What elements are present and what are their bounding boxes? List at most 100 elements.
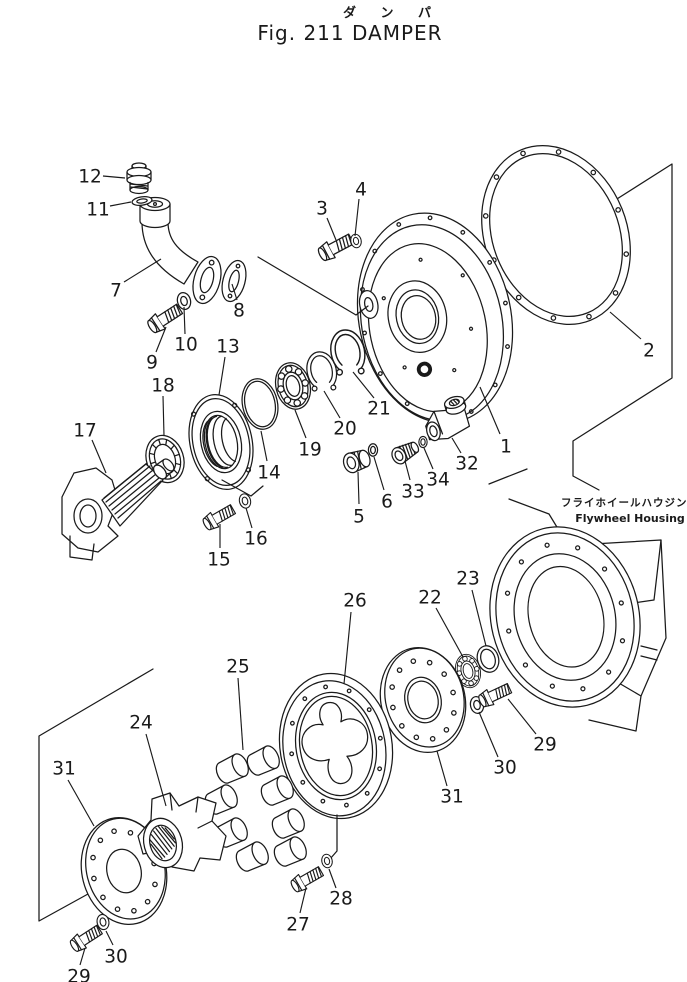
callout-leader-19 [294, 409, 307, 439]
callout-leader-27 [299, 887, 307, 914]
part-1-damper-case [356, 212, 514, 424]
part-number-16: 16 [244, 529, 268, 550]
callout-leader-8 [231, 283, 238, 301]
part-4-washer [348, 232, 364, 250]
callout-leader-23 [471, 589, 487, 647]
part-number-14: 14 [257, 463, 281, 484]
callout-leader-31 [436, 750, 448, 787]
callout-leader-25 [237, 677, 244, 751]
part-number-20: 20 [333, 419, 357, 440]
part-number-12: 12 [78, 167, 102, 188]
callout-leader-17 [91, 439, 107, 474]
callout-leader-30 [478, 711, 499, 758]
part-number-7: 7 [110, 281, 122, 302]
callout-leader-13 [218, 356, 226, 396]
callout-leader-21 [352, 371, 375, 399]
part-number-24: 24 [129, 713, 153, 734]
part-32-elbow-fitting [425, 395, 471, 442]
section-frame-top-right [572, 163, 673, 491]
flywheel-housing-label-japanese: フライホイールハウジング [561, 496, 687, 509]
part-number-4: 4 [355, 180, 367, 201]
pointer-damper-to-washer28 [329, 814, 338, 860]
callout-leader-12 [102, 175, 126, 179]
part-number-18: 18 [151, 376, 175, 397]
part-7-elbow-tube [139, 196, 222, 305]
section-frame-bottom-left [38, 668, 154, 922]
part-number-33: 33 [401, 482, 425, 503]
part-number-11: 11 [86, 200, 110, 221]
part-8-gasket [221, 259, 247, 303]
callout-leader-11 [109, 201, 132, 207]
part-number-8: 8 [233, 301, 245, 322]
callout-leader-16 [245, 507, 253, 529]
callout-layer: 1234567891011121314151617181920212223242… [52, 167, 655, 982]
callout-leader-2 [609, 311, 642, 340]
part-number-6: 6 [381, 492, 393, 513]
callout-leader-22 [435, 607, 464, 658]
part-27-bolt [288, 863, 326, 896]
part-number-28: 28 [329, 889, 353, 910]
callout-leader-29 [507, 698, 537, 735]
part-number-5: 5 [353, 507, 365, 528]
part-number-27: 27 [286, 915, 310, 936]
part-12-plug [126, 162, 152, 195]
part-26-damper-body [278, 672, 394, 820]
callout-leader-9 [155, 326, 167, 353]
part-14-oring [241, 378, 279, 430]
part-number-21: 21 [367, 399, 391, 420]
part-28-washer [319, 852, 335, 870]
part-number-30: 30 [493, 758, 517, 779]
part-6-oring [367, 443, 379, 457]
callout-leader-20 [323, 390, 341, 419]
part-number-31: 31 [440, 787, 464, 808]
part-2-ring-gasket [481, 145, 631, 325]
part-number-25: 25 [226, 657, 250, 678]
callout-leader-10 [183, 306, 186, 335]
part-29-bolt-left [67, 921, 105, 955]
callout-leader-32 [451, 437, 462, 454]
flywheel-housing-body [488, 468, 667, 732]
part-29-bolt-right [475, 680, 514, 710]
callout-leader-1 [479, 386, 501, 435]
callout-leader-7 [123, 258, 162, 283]
part-number-10: 10 [174, 335, 198, 356]
part-number-23: 23 [456, 569, 480, 590]
part-number-15: 15 [207, 550, 231, 571]
part-13-bearing-retainer [188, 393, 254, 491]
pointer-part8-to-case [257, 256, 369, 316]
part-number-13: 13 [216, 337, 240, 358]
part-33-threaded-plug [391, 441, 420, 465]
part-number-26: 26 [343, 591, 367, 612]
callout-leader-31 [67, 779, 95, 827]
part-number-32: 32 [455, 454, 479, 475]
callout-leader-18 [162, 395, 165, 437]
part-number-9: 9 [146, 353, 158, 374]
callout-leader-4 [354, 198, 360, 237]
part-number-30: 30 [104, 947, 128, 968]
callout-leader-30 [105, 930, 114, 946]
part-number-3: 3 [316, 199, 328, 220]
part-number-34: 34 [426, 470, 450, 491]
part-number-1: 1 [500, 437, 512, 458]
part-number-17: 17 [73, 421, 97, 442]
callout-leader-3 [326, 217, 337, 241]
callout-leader-14 [260, 430, 268, 462]
part-number-22: 22 [418, 588, 442, 609]
page-title-japanese: ダ ン パ [343, 5, 441, 21]
part-3-bolt [315, 230, 357, 265]
part-15-bolt [200, 501, 238, 534]
part-34-oring [418, 435, 428, 449]
flywheel-housing-label: Flywheel Housing [575, 512, 685, 525]
callout-leader-24 [145, 733, 167, 807]
part-number-31: 31 [52, 759, 76, 780]
part-5-plug [342, 449, 371, 474]
page-title: Fig. 211 DAMPER [257, 21, 442, 45]
pointer-retainer-mount [221, 479, 264, 497]
part-24-spider-hub [137, 792, 227, 872]
callout-leader-29 [79, 947, 86, 966]
callout-leader-26 [343, 611, 352, 685]
part-17-coupling [61, 458, 175, 561]
part-11-washer [131, 195, 153, 207]
